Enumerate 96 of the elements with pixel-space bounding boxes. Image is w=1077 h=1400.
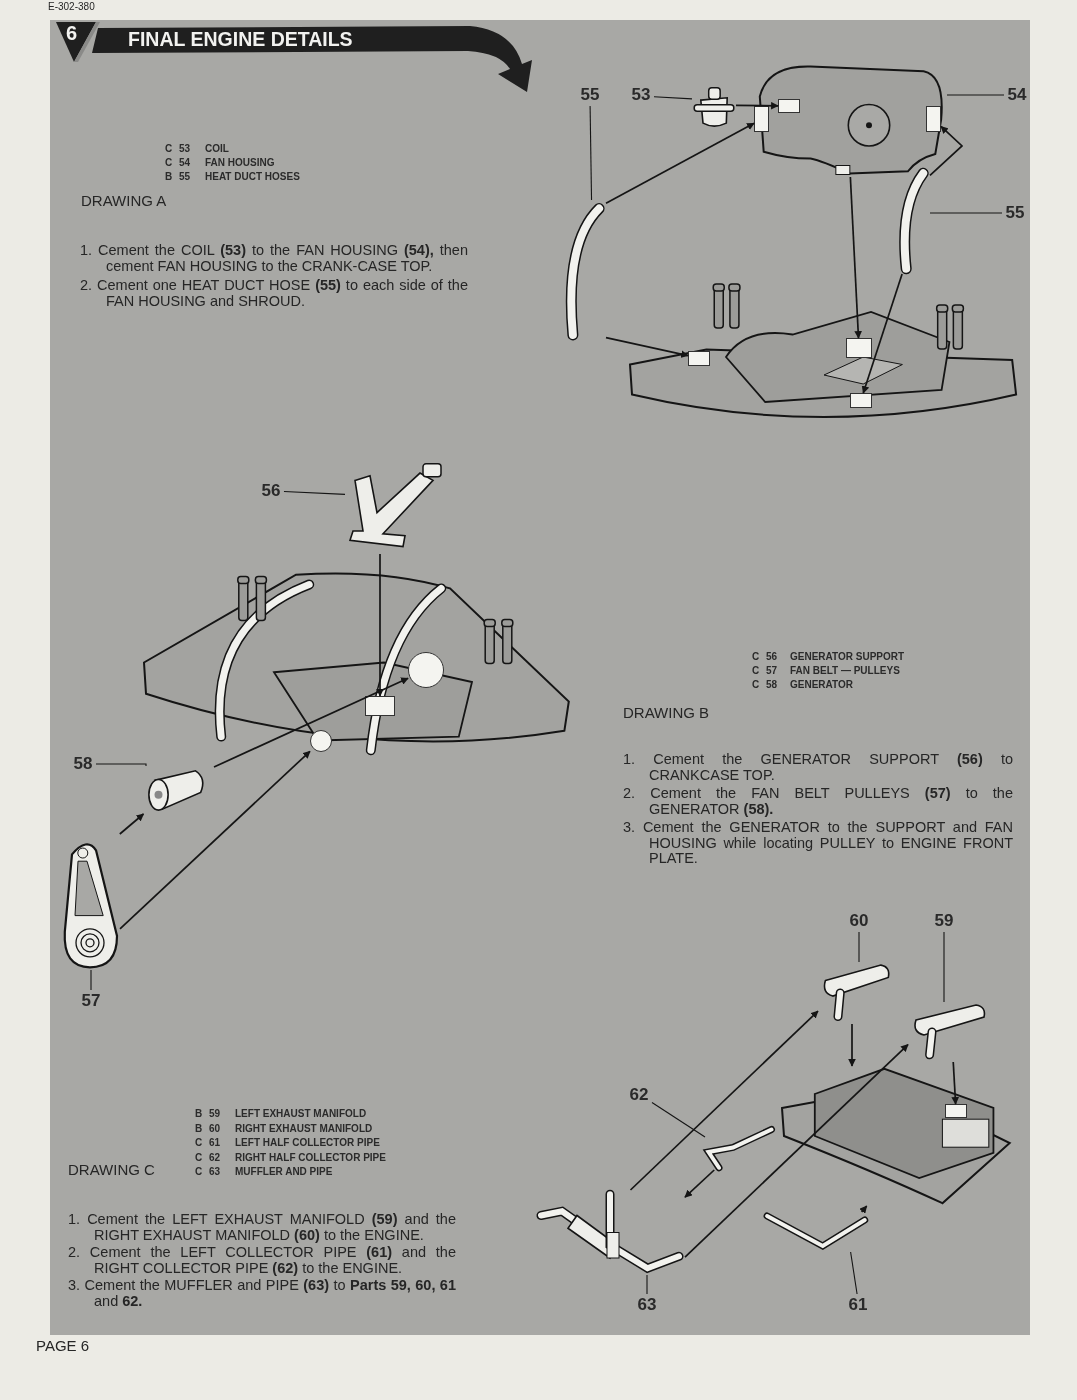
parts-list-cell: 56: [766, 650, 778, 663]
mounting-spot: [945, 1104, 967, 1118]
callout-number: 53: [628, 84, 654, 106]
instruction-step: 1. Cement the COIL (53) to the FAN HOUSING (54), then cement FAN HOUSING to the CRANK-CASE TOP.: [80, 243, 468, 274]
leader-line: [850, 1251, 858, 1295]
assembly-arrow: [929, 125, 964, 177]
leader-line: [653, 96, 693, 100]
parts-list-cell: 60: [209, 1121, 221, 1135]
parts-list-cell: RIGHT EXHAUST MANIFOLD: [235, 1121, 373, 1135]
parts-list-cell: 58: [766, 678, 778, 691]
parts-list-cell: LEFT HALF COLLECTOR PIPE: [235, 1136, 380, 1149]
parts-list-cell: COIL: [205, 142, 229, 155]
instruction-step: 3. Cement the GENERATOR to the SUPPORT and FAN HOUSING while locating PULLEY to ENGINE FRONT PLATE.: [623, 820, 1013, 867]
parts-list-cell: HEAT DUCT HOSES: [205, 170, 300, 183]
page-number: PAGE 6: [36, 1337, 90, 1354]
leader-line: [929, 212, 1003, 214]
assembly-arrow: [861, 273, 903, 394]
parts-list-cell: C: [195, 1165, 203, 1178]
leader-line: [589, 105, 593, 201]
parts-list-cell: C: [752, 678, 760, 691]
parts-list-cell: FAN BELT — PULLEYS: [790, 664, 900, 677]
assembly-arrow: [119, 750, 311, 930]
parts-list-cell: 63: [209, 1165, 221, 1178]
callout-number: 58: [70, 753, 96, 775]
drawing-heading: DRAWING B: [623, 704, 710, 721]
parts-list-cell: RIGHT HALF COLLECTOR PIPE: [235, 1150, 386, 1164]
parts-list-cell: 55: [179, 170, 191, 183]
callout-number: 63: [634, 1294, 660, 1316]
parts-list-cell: GENERATOR: [790, 678, 853, 691]
mounting-hole: [688, 351, 710, 366]
leader-line: [95, 763, 147, 767]
instruction-step: 2. Cement one HEAT DUCT HOSE (55) to each side of the FAN HOUSING and SHROUD.: [80, 278, 468, 309]
assembly-arrow: [605, 336, 689, 358]
mounting-spot: [846, 338, 872, 358]
assembly-arrow: [118, 813, 145, 835]
mounting-spot: [778, 99, 800, 113]
mounting-socket: [926, 106, 941, 132]
callout-number: 59: [931, 910, 957, 932]
parts-list-cell: 54: [179, 156, 191, 169]
assembly-arrow: [213, 677, 409, 768]
parts-list-cell: B: [195, 1107, 203, 1120]
leader-line: [651, 1102, 706, 1138]
assembly-arrow: [859, 1205, 868, 1214]
callout-number: 56: [258, 480, 284, 502]
callout-number: 62: [626, 1084, 652, 1106]
parts-list-cell: 59: [209, 1107, 221, 1120]
instruction-step: 1. Cement the GENERATOR SUPPORT (56) to CRANKCASE TOP.: [623, 752, 1013, 783]
parts-list-cell: C: [752, 664, 760, 677]
assembly-arrow: [951, 1061, 960, 1105]
mounting-spot: [365, 696, 395, 716]
parts-list-cell: 57: [766, 664, 778, 677]
callout-number: 61: [845, 1294, 871, 1316]
assembly-arrow: [848, 1023, 856, 1067]
instruction-step: 1. Cement the LEFT EXHAUST MANIFOLD (59) and the RIGHT EXHAUST MANIFOLD (60) to the ENGINE.: [68, 1212, 456, 1243]
instruction-step: 3. Cement the MUFFLER and PIPE (63) to Parts 59, 60, 61 and 62.: [68, 1278, 456, 1309]
assembly-arrow: [849, 176, 862, 339]
leader-line: [646, 1274, 648, 1295]
parts-list-cell: C: [195, 1150, 203, 1164]
instruction-step: 2. Cement the FAN BELT PULLEYS (57) to the GENERATOR (58).: [623, 786, 1013, 817]
callout-number: 60: [846, 910, 872, 932]
leader-line: [943, 931, 945, 1003]
parts-list-cell: 53: [179, 142, 191, 155]
assembly-arrow: [735, 101, 779, 110]
callout-number: 55: [1002, 202, 1028, 224]
leader-line: [858, 931, 860, 963]
parts-list-cell: C: [165, 142, 173, 155]
leader-line: [283, 491, 346, 495]
callout-number: 55: [577, 84, 603, 106]
drawing-heading: DRAWING C: [68, 1161, 155, 1178]
parts-list-cell: B: [195, 1121, 203, 1135]
callout-number: 57: [78, 990, 104, 1012]
parts-list-cell: 62: [209, 1150, 221, 1164]
assembly-arrow: [684, 1043, 909, 1259]
parts-list-cell: 61: [209, 1136, 221, 1149]
assembly-arrow: [605, 122, 755, 205]
instruction-step: 2. Cement the LEFT COLLECTOR PIPE (61) and the RIGHT COLLECTOR PIPE (62) to the ENGINE.: [68, 1245, 456, 1276]
mounting-socket: [754, 106, 769, 132]
step-number: 6: [66, 22, 78, 45]
parts-list-cell: GENERATOR SUPPORT: [790, 650, 905, 663]
parts-list-cell: MUFFLER AND PIPE: [235, 1165, 333, 1178]
assembly-arrow: [376, 553, 384, 697]
parts-list-cell: FAN HOUSING: [205, 156, 275, 169]
parts-list-cell: C: [752, 650, 760, 663]
assembly-arrow: [629, 1010, 819, 1191]
assembly-arrow: [684, 1169, 716, 1198]
title: FINAL ENGINE DETAILS: [128, 28, 353, 51]
parts-list-cell: C: [195, 1136, 203, 1149]
parts-list-cell: B: [165, 170, 173, 183]
mounting-hole: [850, 393, 872, 408]
parts-list-cell: C: [165, 156, 173, 169]
drawing-heading: DRAWING A: [81, 192, 167, 209]
parts-list-cell: LEFT EXHAUST MANIFOLD: [235, 1107, 367, 1120]
callout-number: 54: [1004, 84, 1030, 106]
leader-line: [90, 969, 92, 991]
catalog-number: E-302-380: [48, 1, 95, 12]
leader-line: [946, 94, 1005, 96]
